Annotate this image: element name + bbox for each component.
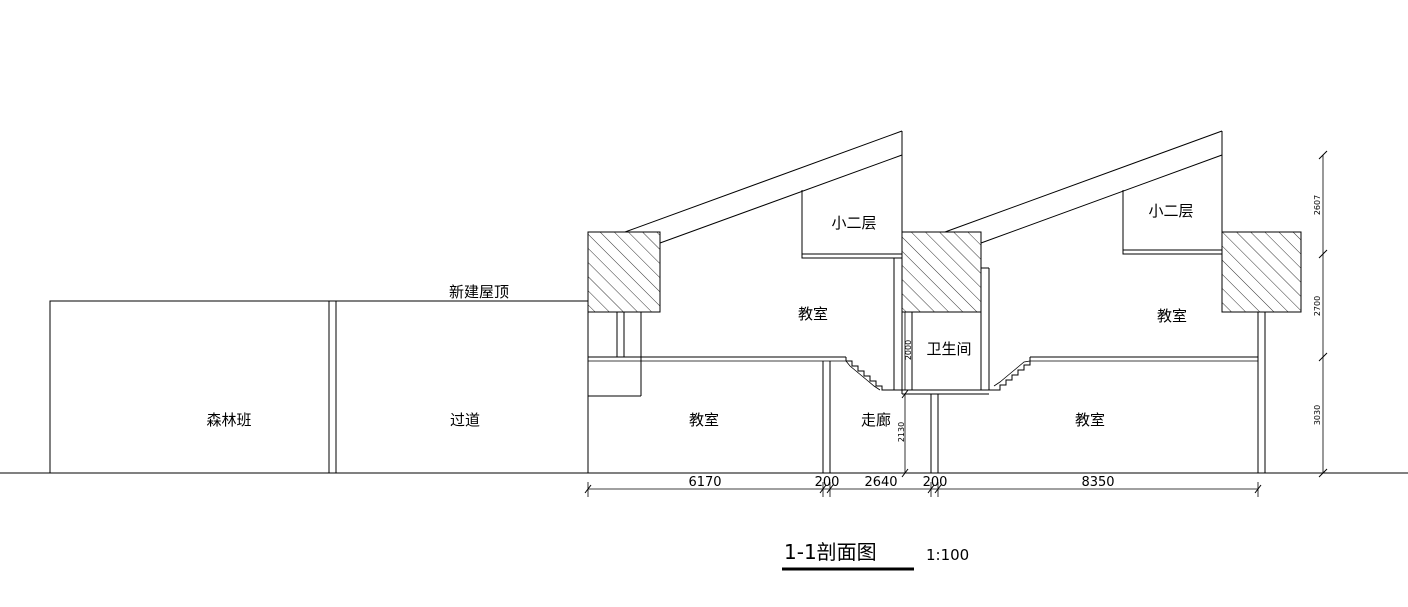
roof-beam-hatch (587, 231, 661, 313)
drawing-scale: 1:100 (926, 546, 969, 564)
dim-200-right: 200 (923, 475, 948, 490)
dim-2700: 2700 (1313, 296, 1322, 316)
restroom-block (893, 231, 990, 473)
existing-buildings (49, 300, 589, 474)
label-classroom-lower-left: 教室 (689, 411, 719, 429)
label-restroom: 卫生间 (926, 340, 971, 358)
dim-2130: 2130 (897, 422, 906, 442)
label-classroom-lower-right: 教室 (1075, 411, 1105, 429)
label-mezzanine-right: 小二层 (1148, 202, 1193, 220)
vertical-dimension-chain (1318, 150, 1328, 478)
left-pavilion (587, 130, 903, 473)
label-classroom-upper-right: 教室 (1157, 307, 1187, 325)
dim-2607: 2607 (1313, 195, 1322, 215)
dim-6170: 6170 (688, 475, 721, 490)
hallway-dimensions (901, 389, 909, 478)
dim-200-left: 200 (815, 475, 840, 490)
drawing-title: 1-1剖面图 (784, 540, 877, 564)
dim-8350: 8350 (1081, 475, 1114, 490)
label-classroom-upper-left: 教室 (798, 305, 828, 323)
dim-2640: 2640 (864, 475, 897, 490)
label-forest-class: 森林班 (206, 411, 251, 429)
label-mezzanine-left: 小二层 (831, 214, 876, 232)
label-new-roof: 新建屋顶 (449, 283, 509, 301)
label-hallway: 走廊 (861, 411, 891, 429)
dim-3030: 3030 (1313, 405, 1322, 425)
right-pavilion (944, 130, 1302, 473)
horizontal-dimension-chain (584, 482, 1262, 497)
dim-2000: 2000 (904, 340, 913, 360)
label-corridor-pass: 过道 (450, 411, 480, 429)
